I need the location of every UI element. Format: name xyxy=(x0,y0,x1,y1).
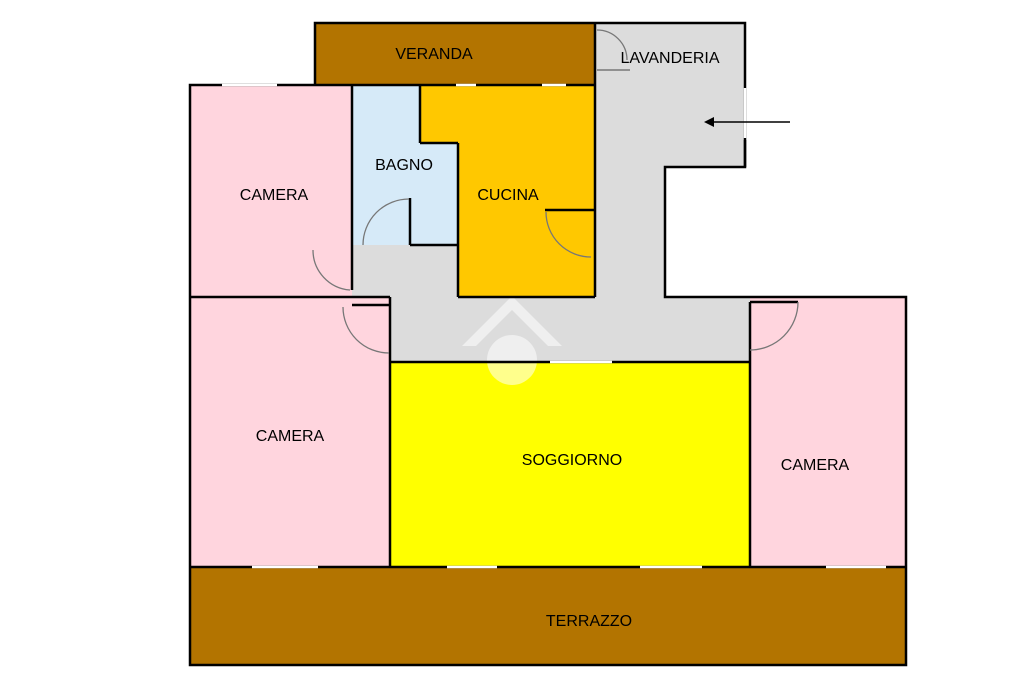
house-logo-watermark xyxy=(462,296,562,385)
label-camera-nw: CAMERA xyxy=(240,187,309,204)
label-camera-w: CAMERA xyxy=(256,428,325,445)
label-camera-e: CAMERA xyxy=(781,457,850,474)
room-soggiorno xyxy=(390,362,750,567)
doors xyxy=(312,29,799,354)
label-soggiorno: SOGGIORNO xyxy=(522,452,622,469)
room-veranda xyxy=(315,23,595,85)
windows xyxy=(222,83,886,569)
corridor xyxy=(352,85,750,362)
label-lavanderia: LAVANDERIA xyxy=(621,50,720,67)
label-veranda: VERANDA xyxy=(395,46,473,63)
label-bagno: BAGNO xyxy=(375,157,433,174)
room-camera-nw xyxy=(190,85,352,297)
room-camera-e xyxy=(750,297,906,567)
room-bagno xyxy=(352,85,458,245)
room-terrazzo xyxy=(190,567,906,665)
room-lavanderia xyxy=(595,23,745,85)
room-cucina xyxy=(420,85,595,297)
label-cucina: CUCINA xyxy=(477,187,539,204)
arrow-left-icon xyxy=(704,117,790,127)
room-camera-w xyxy=(190,297,390,567)
label-terrazzo: TERRAZZO xyxy=(546,613,632,630)
